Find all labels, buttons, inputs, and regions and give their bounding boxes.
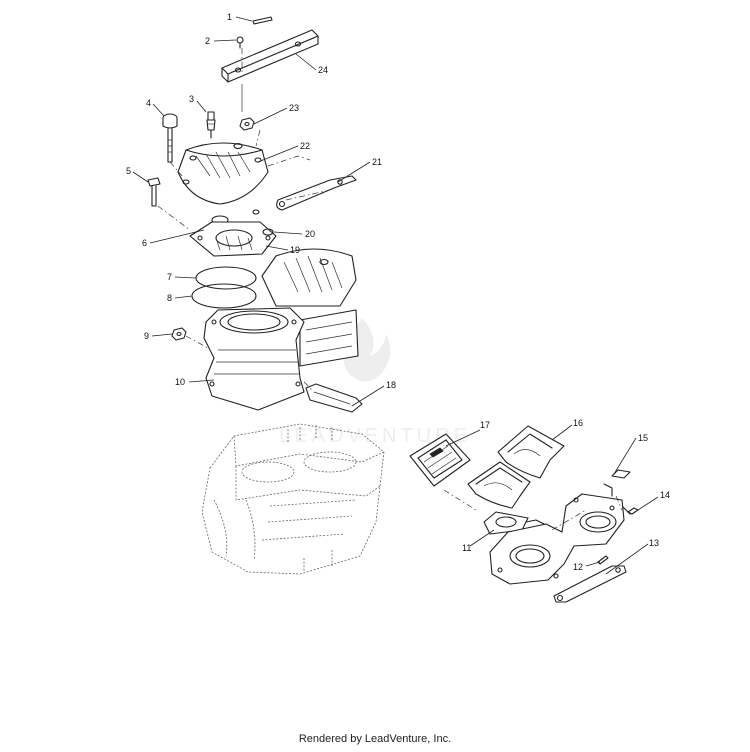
leader-lines <box>132 16 659 575</box>
callout-20: 20 <box>305 229 315 239</box>
part-10-cylinder[interactable] <box>203 307 359 411</box>
callout-6: 6 <box>142 238 147 248</box>
callout-14: 14 <box>660 490 670 500</box>
callout-23: 23 <box>289 103 299 113</box>
callout-12: 12 <box>573 562 583 572</box>
part-5-bolt[interactable] <box>147 177 161 207</box>
callout-3: 3 <box>189 94 194 104</box>
part-20-washer[interactable] <box>252 209 274 236</box>
callout-24: 24 <box>318 65 328 75</box>
part-11-intake-gasket[interactable] <box>483 511 553 535</box>
part-15-clamp[interactable] <box>603 469 631 497</box>
callout-1: 1 <box>227 12 232 22</box>
callout-21: 21 <box>372 157 382 167</box>
callout-10: 10 <box>175 377 185 387</box>
part-9-nut[interactable] <box>171 327 187 341</box>
intake-manifold <box>489 493 625 585</box>
callout-4: 4 <box>146 98 151 108</box>
callout-2: 2 <box>205 36 210 46</box>
part-8-gasket-ring[interactable] <box>191 283 257 309</box>
callout-5: 5 <box>126 166 131 176</box>
callout-labels: 1 2 3 4 5 6 7 8 9 10 11 12 13 14 15 16 1… <box>126 12 670 572</box>
callout-8: 8 <box>167 293 172 303</box>
callout-22: 22 <box>300 141 310 151</box>
part-13-strap[interactable] <box>553 565 627 603</box>
callout-9: 9 <box>144 331 149 341</box>
callout-18: 18 <box>386 380 396 390</box>
callout-17: 17 <box>480 420 490 430</box>
part-24-fuel-rail[interactable] <box>221 29 319 112</box>
part-18-base-gasket[interactable] <box>305 383 363 413</box>
watermark-text: LEADVENTURE <box>279 425 471 447</box>
callout-11: 11 <box>462 543 471 553</box>
part-22-cylinder-head-cover[interactable] <box>177 142 269 205</box>
part-14-bolt[interactable] <box>621 505 639 515</box>
callout-15: 15 <box>638 433 648 443</box>
part-12-screw[interactable] <box>597 555 609 565</box>
part-16-reed-block[interactable] <box>497 425 565 479</box>
assembly-lines <box>157 48 623 531</box>
part-17-reed-valve[interactable] <box>409 433 471 487</box>
callout-7: 7 <box>167 272 172 282</box>
part-2-screw[interactable] <box>236 36 244 49</box>
part-3-spark-plug[interactable] <box>206 111 216 139</box>
callout-16: 16 <box>573 418 583 428</box>
part-19-cylinder-head[interactable] <box>189 221 277 257</box>
callout-19: 19 <box>290 245 300 255</box>
callout-13: 13 <box>649 538 659 548</box>
footer-credit: Rendered by LeadVenture, Inc. <box>298 733 452 745</box>
part-23-nut[interactable] <box>239 117 255 131</box>
part-4-head-bolt[interactable] <box>162 113 178 163</box>
rear-cylinder-head <box>261 248 357 307</box>
part-7-head-gasket[interactable] <box>195 266 257 290</box>
part-1-pin[interactable] <box>252 16 273 25</box>
reed-block-lower <box>467 461 531 509</box>
crankcase-outline <box>201 423 385 575</box>
